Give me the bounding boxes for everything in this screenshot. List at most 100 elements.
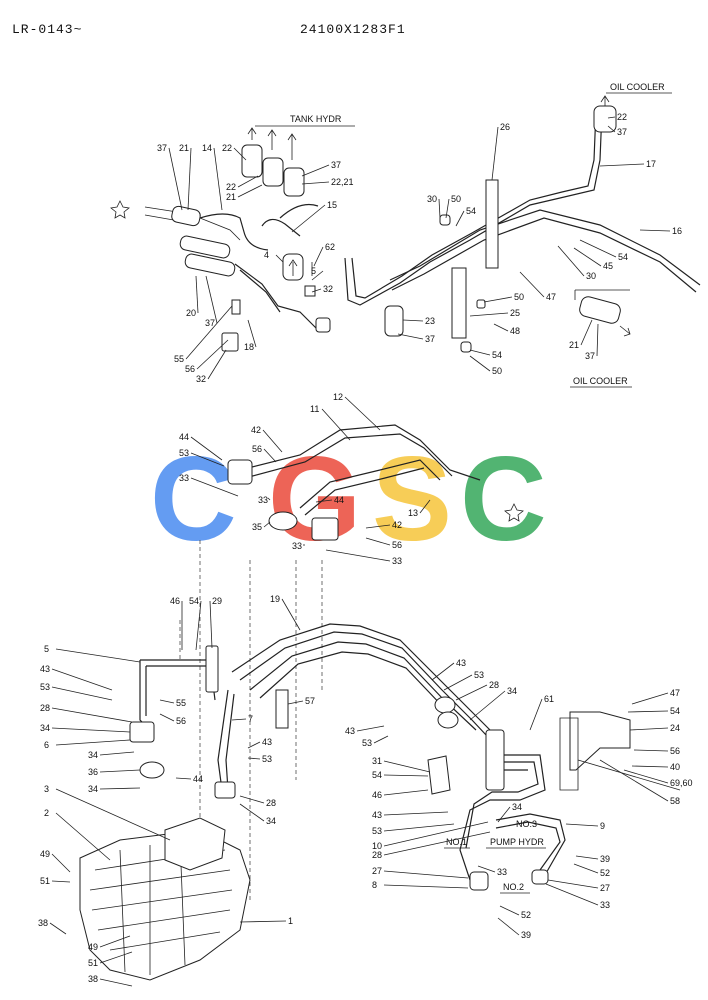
watermark-letter: G xyxy=(268,432,361,566)
leader-line xyxy=(383,821,489,847)
part-number-label: 34 xyxy=(266,816,276,826)
leader-line xyxy=(55,648,141,663)
part-number-label: 22 xyxy=(617,112,627,122)
part-number-label: 62 xyxy=(325,242,335,252)
leader-line xyxy=(231,718,247,721)
leader-line xyxy=(311,270,324,281)
part-number-label: 53 xyxy=(40,682,50,692)
part-number-label: 30 xyxy=(427,194,437,204)
leader-line xyxy=(207,349,227,380)
part-number-label: 12 xyxy=(333,392,343,402)
leader-line xyxy=(545,883,599,906)
part-number-label: 15 xyxy=(327,200,337,210)
part-number-label: 6 xyxy=(44,740,49,750)
leader-line xyxy=(301,164,330,177)
part-number-label: 11 xyxy=(310,404,319,414)
part-number-label: 39 xyxy=(600,854,610,864)
middle-assembly xyxy=(179,424,524,900)
leader-line xyxy=(190,452,225,467)
part-number-label: 49 xyxy=(40,849,50,859)
part-number: 24100X1283F1 xyxy=(300,22,406,37)
part-number-label: 43 xyxy=(40,664,50,674)
leader-line xyxy=(267,497,271,501)
leader-line xyxy=(196,339,229,370)
leader-line xyxy=(455,210,465,227)
part-number-label: 28 xyxy=(266,798,276,808)
leader-line xyxy=(497,917,520,936)
part-number-label: 7 xyxy=(248,714,253,724)
leader-line xyxy=(419,499,431,514)
leader-line xyxy=(607,125,616,133)
part-number-label: 44 xyxy=(179,432,189,442)
part-number-label: 54 xyxy=(618,252,628,262)
part-number-label: 30 xyxy=(586,271,596,281)
leader-line xyxy=(557,245,585,277)
part-number-label: 46 xyxy=(372,790,382,800)
leader-line xyxy=(599,759,669,802)
leader-line xyxy=(209,600,213,649)
leader-line xyxy=(51,707,133,723)
part-number-label: 10 xyxy=(372,841,382,851)
leader-line xyxy=(51,880,71,883)
part-number-label: 50 xyxy=(451,194,461,204)
part-number-label: 28 xyxy=(40,703,50,713)
pump-hydr-caption: PUMP HYDR xyxy=(490,837,544,847)
part-number-label: 22 xyxy=(226,182,236,192)
leader-line xyxy=(493,323,509,332)
leader-line xyxy=(580,319,593,346)
leader-line xyxy=(438,198,441,219)
part-number-label: 16 xyxy=(672,226,682,236)
leader-line xyxy=(547,879,599,889)
leader-line xyxy=(185,305,233,360)
part-number-label: 39 xyxy=(521,930,531,940)
leader-line xyxy=(607,116,616,119)
part-number-label: 43 xyxy=(262,737,272,747)
part-number-label: 38 xyxy=(88,974,98,984)
part-number-label: 19 xyxy=(270,594,280,604)
leader-line xyxy=(431,662,455,681)
part-number-label: 56 xyxy=(185,364,195,374)
leader-line xyxy=(247,757,261,760)
leader-line xyxy=(325,549,391,562)
leader-line xyxy=(629,727,669,731)
leader-line xyxy=(491,126,499,181)
part-number-label: 54 xyxy=(492,350,502,360)
lower-assembly: PUMP HYDR NO.1 NO.2 NO.3 xyxy=(79,623,681,981)
leader-line xyxy=(499,905,520,916)
leader-line xyxy=(247,741,261,749)
leader-line xyxy=(239,920,287,923)
leader-line xyxy=(55,788,171,841)
part-number-label: 32 xyxy=(323,284,333,294)
leader-line xyxy=(281,598,301,631)
part-number-label: 69,60 xyxy=(670,778,693,788)
upper-assembly: TANK HYDR OIL CO xyxy=(110,82,701,388)
leader-line xyxy=(315,499,333,503)
part-number-label: 22,21 xyxy=(331,177,354,187)
leader-line xyxy=(159,699,175,704)
leader-line xyxy=(99,978,133,987)
part-number-label: 56 xyxy=(670,746,680,756)
part-number-label: 43 xyxy=(372,810,382,820)
part-number-label: 38 xyxy=(38,918,48,928)
part-number-label: 20 xyxy=(186,308,196,318)
leader-line xyxy=(99,951,133,964)
part-number-label: 42 xyxy=(392,520,402,530)
part-number-label: 56 xyxy=(252,444,262,454)
part-number-label: 31 xyxy=(372,756,382,766)
leader-line xyxy=(639,229,671,232)
part-number-label: 56 xyxy=(392,540,402,550)
part-number-label: 28 xyxy=(372,850,382,860)
leader-line xyxy=(313,246,324,267)
leader-line xyxy=(99,769,141,773)
leader-line xyxy=(287,700,304,705)
leader-line xyxy=(627,710,669,713)
part-number-label: 21 xyxy=(569,340,579,350)
part-number-label: 29 xyxy=(212,596,222,606)
leader-line xyxy=(49,922,67,935)
part-number-label: 37 xyxy=(205,318,215,328)
part-number-label: 24 xyxy=(670,723,680,733)
leader-line xyxy=(469,690,506,721)
part-number-label: 46 xyxy=(170,596,180,606)
part-number-label: 44 xyxy=(193,774,203,784)
